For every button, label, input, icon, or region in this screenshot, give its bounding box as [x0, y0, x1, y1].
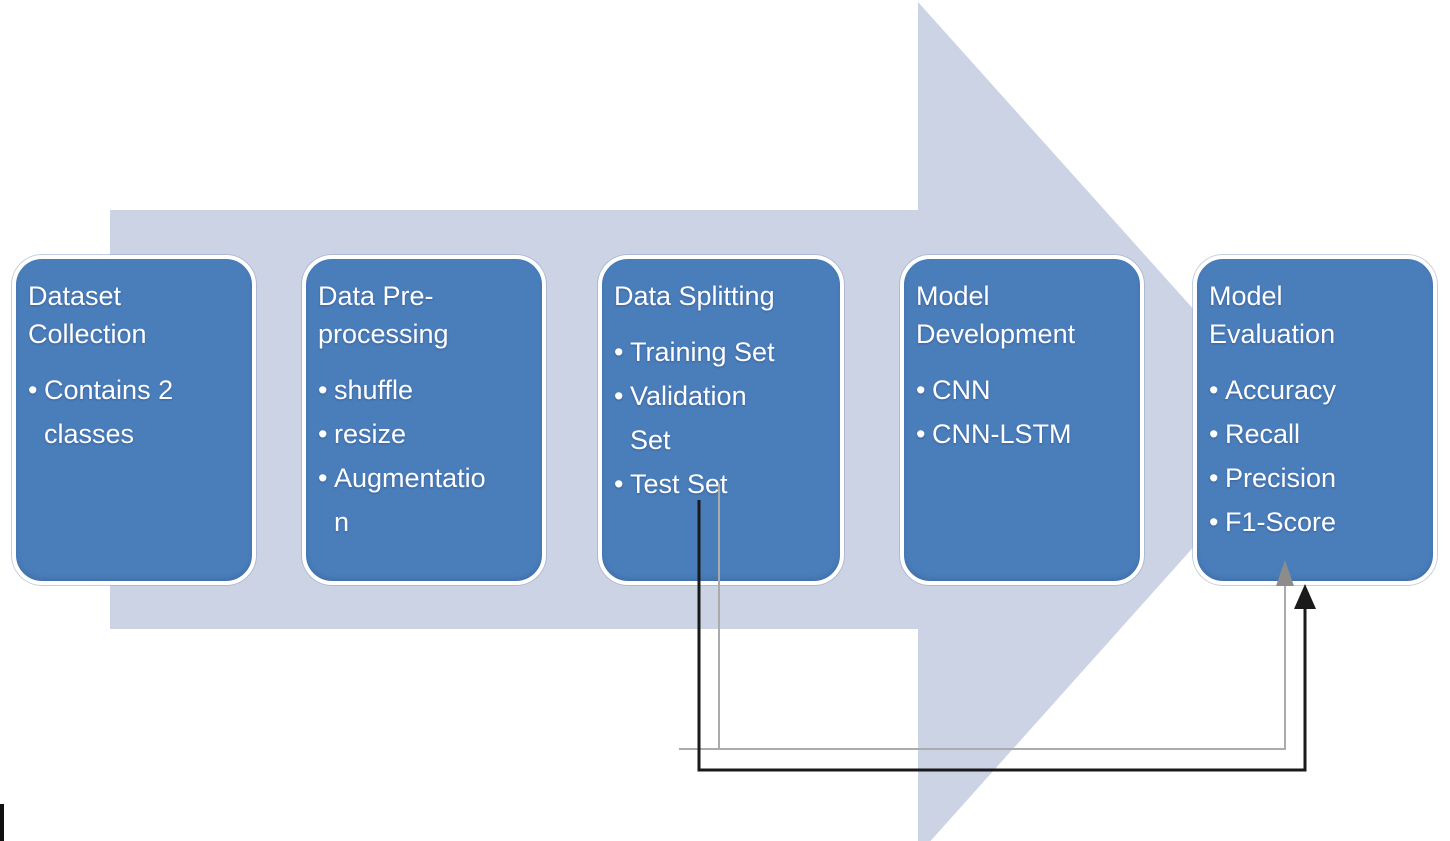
- stage-title: Data Pre-processing: [318, 281, 449, 349]
- bullet-text: Augmentation: [334, 463, 486, 537]
- bullet-icon: •: [916, 419, 926, 449]
- stage-bullet-list: • shuffle • resize • Augmentation: [318, 368, 534, 544]
- bullet-item: • resize: [318, 412, 534, 456]
- bullet-item: • Training Set: [614, 330, 832, 374]
- bullet-text: Test Set: [630, 469, 728, 499]
- bullet-item: • F1-Score: [1209, 500, 1425, 544]
- bullet-icon: •: [1209, 375, 1219, 405]
- bullet-icon: •: [1209, 463, 1219, 493]
- stage-bullet-list: • Contains 2 classes: [28, 368, 244, 456]
- bullet-text: CNN-LSTM: [932, 419, 1072, 449]
- bullet-text: shuffle: [334, 375, 414, 405]
- bullet-text: Validation Set: [630, 381, 747, 455]
- stage-bullet-list: • Accuracy • Recall • Precision • F1-Sco…: [1209, 368, 1425, 544]
- stage-bullet-list: • Training Set • Validation Set • Test S…: [614, 330, 832, 506]
- arrowhead-up-black-icon: [1294, 584, 1316, 609]
- stage-box-data-preprocessing: Data Pre-processing • shuffle • resize •…: [302, 255, 546, 585]
- bullet-text: resize: [334, 419, 407, 449]
- bullet-text: Training Set: [630, 337, 775, 367]
- bullet-item: • CNN-LSTM: [916, 412, 1132, 456]
- stage-box-data-splitting: Data Splitting • Training Set • Validati…: [598, 255, 844, 585]
- stage-bullet-list: • CNN • CNN-LSTM: [916, 368, 1132, 456]
- bullet-item: • Contains 2 classes: [28, 368, 244, 456]
- bullet-item: • Precision: [1209, 456, 1425, 500]
- stage-box-model-development: Model Development • CNN • CNN-LSTM: [900, 255, 1144, 585]
- cropped-edge-mark: [0, 804, 4, 841]
- stage-title: Model Evaluation: [1209, 281, 1336, 349]
- stage-title: Dataset Collection: [28, 281, 147, 349]
- bullet-text: CNN: [932, 375, 991, 405]
- bullet-icon: •: [1209, 419, 1219, 449]
- bullet-item: • shuffle: [318, 368, 534, 412]
- bullet-item: • Accuracy: [1209, 368, 1425, 412]
- bullet-item: • Test Set: [614, 462, 832, 506]
- bullet-icon: •: [318, 419, 328, 449]
- bullet-icon: •: [318, 463, 328, 493]
- stage-box-model-evaluation: Model Evaluation • Accuracy • Recall • P…: [1193, 255, 1437, 585]
- bullet-item: • CNN: [916, 368, 1132, 412]
- bullet-text: Contains 2 classes: [44, 375, 174, 449]
- bullet-text: Recall: [1225, 419, 1301, 449]
- bullet-text: Accuracy: [1225, 375, 1337, 405]
- bullet-item: • Augmentation: [318, 456, 534, 544]
- bullet-icon: •: [614, 337, 624, 367]
- bullet-icon: •: [28, 375, 38, 405]
- bullet-icon: •: [318, 375, 328, 405]
- bullet-text: F1-Score: [1225, 507, 1337, 537]
- bullet-icon: •: [916, 375, 926, 405]
- bullet-text: Precision: [1225, 463, 1337, 493]
- bullet-icon: •: [1209, 507, 1219, 537]
- bullet-item: • Validation Set: [614, 374, 832, 462]
- stage-title: Data Splitting: [614, 281, 775, 311]
- bullet-icon: •: [614, 469, 624, 499]
- stage-title: Model Development: [916, 281, 1076, 349]
- bullet-icon: •: [614, 381, 624, 411]
- bullet-item: • Recall: [1209, 412, 1425, 456]
- stage-box-dataset-collection: Dataset Collection • Contains 2 classes: [12, 255, 256, 585]
